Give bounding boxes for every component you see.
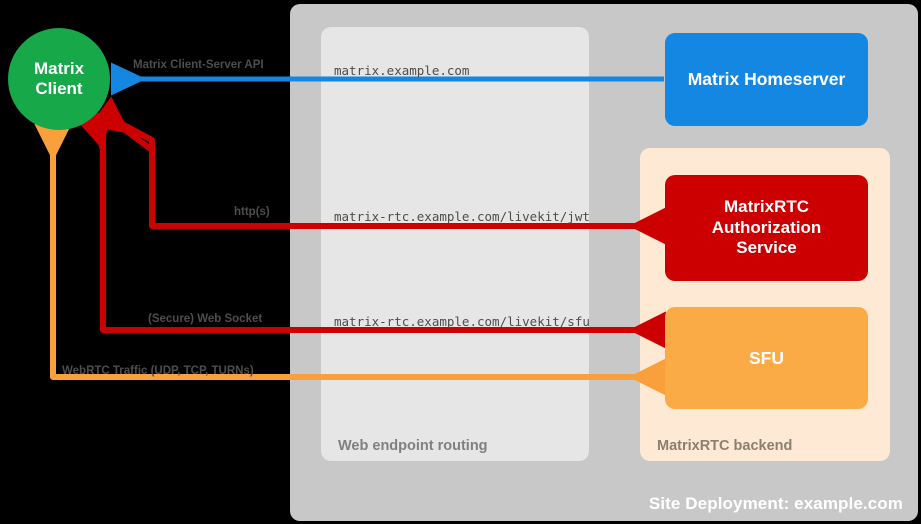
- edge-https-jwt-client-arrow: [89, 96, 154, 153]
- node-matrix-homeserver[interactable]: Matrix Homeserver: [665, 33, 868, 126]
- site-deployment-label: Site Deployment: example.com: [648, 494, 903, 513]
- node-matrix-homeserver-label: Matrix Homeserver: [687, 69, 846, 89]
- web-endpoint-routing-container: [321, 27, 589, 461]
- node-matrix-client[interactable]: Matrix Client: [8, 28, 110, 130]
- auth-line1: MatrixRTC: [723, 197, 809, 217]
- node-matrixrtc-authorization-service-label: MatrixRTC Authorization Service: [712, 197, 822, 258]
- node-sfu-label: SFU: [749, 347, 784, 368]
- edge-websocket-client-arrow: [75, 109, 112, 151]
- node-matrixrtc-authorization-service[interactable]: MatrixRTC Authorization Service: [665, 175, 868, 281]
- node-sfu[interactable]: SFU: [665, 307, 868, 409]
- endpoint-livekit-sfu: matrix-rtc.example.com/livekit/sfu: [334, 314, 590, 329]
- edge-label-websocket: (Secure) Web Socket: [148, 313, 263, 325]
- matrixrtc-backend-label: MatrixRTC backend: [657, 438, 793, 454]
- endpoint-matrix-example-com: matrix.example.com: [334, 63, 470, 78]
- node-matrix-client-line2: Client: [35, 79, 83, 98]
- node-matrix-client-line1: Matrix: [33, 58, 85, 78]
- auth-line2: Authorization: [711, 217, 822, 237]
- endpoint-livekit-jwt: matrix-rtc.example.com/livekit/jwt: [334, 209, 590, 224]
- edge-label-matrix-client-server-api: Matrix Client-Server API: [133, 59, 264, 71]
- web-endpoint-routing-label: Web endpoint routing: [338, 438, 488, 454]
- edge-label-webrtc-traffic: WebRTC Traffic (UDP, TCP, TURNs): [62, 365, 254, 377]
- edge-label-https: http(s): [234, 206, 270, 218]
- auth-line3: Service: [736, 238, 797, 258]
